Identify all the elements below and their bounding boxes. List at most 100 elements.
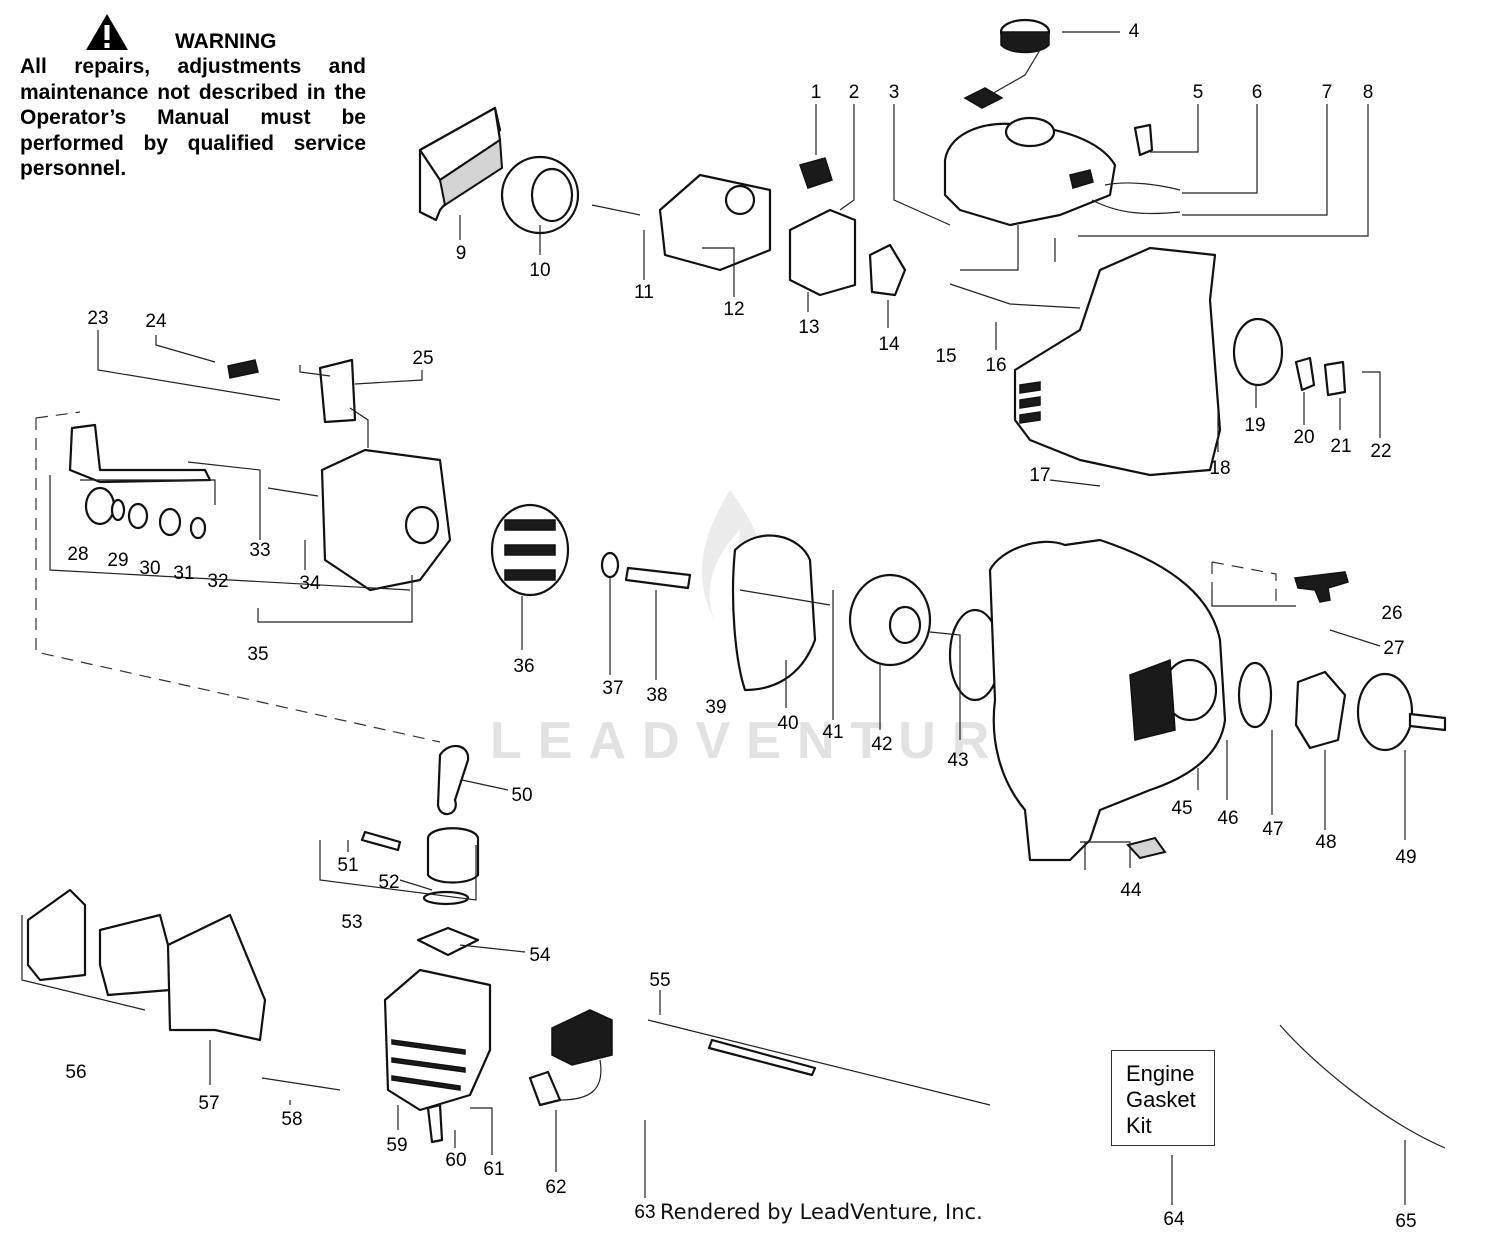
- callout-45: 45: [1171, 798, 1192, 819]
- callout-55: 55: [649, 970, 670, 991]
- callout-19: 19: [1244, 415, 1265, 436]
- callout-10: 10: [529, 260, 550, 281]
- callout-28: 28: [67, 544, 88, 565]
- callout-57: 57: [198, 1093, 219, 1114]
- callout-61: 61: [483, 1159, 504, 1180]
- callout-25: 25: [412, 348, 433, 369]
- callout-32: 32: [207, 571, 228, 592]
- clutch: [1294, 670, 1347, 750]
- fuel-cap: [963, 18, 1051, 109]
- muffler: [26, 888, 87, 982]
- callout-37: 37: [602, 678, 623, 699]
- warning-block: WARNING All repairs, adjustments and mai…: [20, 12, 366, 182]
- callout-26: 26: [1381, 603, 1402, 624]
- callout-35: 35: [247, 644, 268, 665]
- callout-20: 20: [1293, 427, 1314, 448]
- callout-52: 52: [378, 872, 399, 893]
- cylinder: [383, 968, 492, 1112]
- air-box-port: [724, 184, 756, 216]
- callout-49: 49: [1395, 847, 1416, 868]
- callout-4: 4: [1129, 21, 1140, 42]
- callout-11: 11: [634, 282, 654, 303]
- shroud: [731, 534, 817, 692]
- warning-title: WARNING: [175, 30, 277, 53]
- callout-17: 17: [1029, 465, 1050, 486]
- starter-handle: [1294, 571, 1349, 603]
- callout-54: 54: [529, 945, 551, 966]
- callout-65: 65: [1395, 1211, 1416, 1232]
- callout-16: 16: [985, 355, 1006, 376]
- warning-header: WARNING: [20, 12, 366, 56]
- callout-22: 22: [1370, 441, 1391, 462]
- kit-line-2: Gasket: [1126, 1087, 1196, 1112]
- pulley-hub: [888, 605, 922, 645]
- callout-36: 36: [513, 656, 534, 677]
- plate-20: [1294, 356, 1316, 392]
- sleeve: [624, 566, 692, 590]
- cylinder-gasket: [416, 926, 480, 957]
- callout-15: 15: [935, 346, 956, 367]
- callout-12: 12: [723, 299, 744, 320]
- callout-29: 29: [107, 550, 128, 571]
- callout-63: 63: [634, 1202, 655, 1223]
- part-drawings: [26, 18, 1447, 1149]
- engine-housing: [1013, 246, 1222, 477]
- credit-text: Rendered by LeadVenture, Inc.: [660, 1200, 983, 1224]
- callout-24: 24: [145, 311, 167, 332]
- callout-51: 51: [337, 855, 358, 876]
- filter-element-inner: [530, 167, 574, 223]
- throttle-spring: [261, 1077, 341, 1091]
- clip: [227, 359, 259, 379]
- ignition-module: [551, 1009, 613, 1066]
- callout-64: 64: [1163, 1209, 1185, 1230]
- callout-33: 33: [249, 540, 270, 561]
- primer-bulb: [799, 157, 833, 189]
- warning-text: All repairs, adjustments and maintenance…: [20, 55, 366, 180]
- callout-47: 47: [1262, 819, 1283, 840]
- callout-18: 18: [1209, 458, 1230, 479]
- leader-lines: [21, 31, 1406, 1205]
- clutch-washer: [1237, 661, 1273, 729]
- callout-53: 53: [341, 912, 362, 933]
- callout-62: 62: [545, 1177, 566, 1198]
- callout-2: 2: [849, 82, 860, 103]
- warning-triangle-icon: [86, 14, 128, 50]
- clutch-drum-shaft: [1408, 712, 1447, 732]
- starter-housing: [988, 538, 1227, 862]
- wrist-pin: [360, 830, 402, 852]
- o-ring: [1232, 317, 1284, 387]
- plate-21: [1323, 360, 1347, 397]
- carburetor: [788, 208, 857, 297]
- ground-wire: [1279, 1024, 1446, 1149]
- kit-line-1: Engine: [1126, 1061, 1195, 1086]
- bracket: [318, 358, 357, 424]
- callout-30: 30: [139, 558, 160, 579]
- callout-58: 58: [281, 1109, 302, 1130]
- callout-5: 5: [1193, 82, 1204, 103]
- spark-plug: [426, 1103, 444, 1144]
- washer: [600, 551, 620, 579]
- cable-sleeve: [707, 1038, 817, 1077]
- callout-39: 39: [705, 697, 726, 718]
- spark-boot: [528, 1070, 562, 1107]
- bearings-seals: [84, 486, 207, 540]
- callout-41: 41: [822, 722, 843, 743]
- callout-21: 21: [1330, 436, 1351, 457]
- kit-line-3: Kit: [1126, 1113, 1152, 1138]
- watermark-text: LEADVENTURE: [490, 712, 1056, 770]
- crankshaft: [68, 423, 212, 484]
- piston: [426, 827, 480, 884]
- fuel-grommet: [1133, 123, 1154, 157]
- callout-7: 7: [1322, 82, 1333, 103]
- callout-23: 23: [87, 308, 108, 329]
- assembly-dashed-lines: [35, 411, 1277, 743]
- callout-31: 31: [173, 563, 194, 584]
- air-box: [658, 173, 772, 272]
- fuel-line-b: [1091, 199, 1181, 215]
- clutch-drum: [1356, 672, 1414, 752]
- callout-13: 13: [798, 317, 819, 338]
- callout-38: 38: [646, 685, 667, 706]
- callout-27: 27: [1383, 638, 1404, 659]
